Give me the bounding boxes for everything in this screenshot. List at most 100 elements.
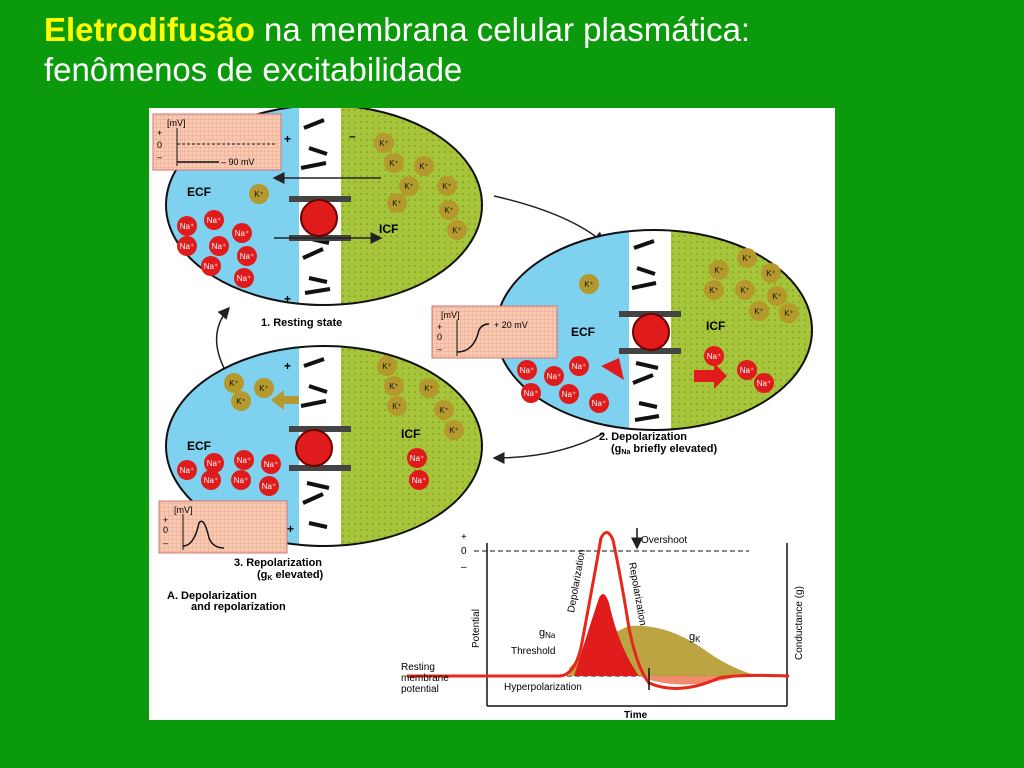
svg-text:–: – bbox=[157, 152, 162, 162]
svg-text:Na⁺: Na⁺ bbox=[204, 476, 218, 485]
svg-text:Na⁺: Na⁺ bbox=[592, 399, 606, 408]
svg-text:K⁺: K⁺ bbox=[392, 199, 402, 208]
resting-label-1: Resting bbox=[401, 662, 435, 673]
ecf-label-2: ECF bbox=[571, 325, 595, 339]
svg-text:K⁺: K⁺ bbox=[419, 162, 429, 171]
depolarization-cell: Na⁺Na⁺Na⁺ Na⁺Na⁺Na⁺ Na⁺Na⁺Na⁺ K⁺K⁺K⁺ K⁺K… bbox=[431, 229, 813, 456]
gk-label: gK bbox=[689, 631, 701, 644]
svg-text:K⁺: K⁺ bbox=[259, 384, 269, 393]
svg-text:Na⁺: Na⁺ bbox=[212, 242, 226, 251]
svg-text:K⁺: K⁺ bbox=[442, 182, 452, 191]
svg-text:K⁺: K⁺ bbox=[424, 384, 434, 393]
svg-text:K⁺: K⁺ bbox=[229, 379, 239, 388]
svg-text:Na⁺: Na⁺ bbox=[235, 229, 249, 238]
resting-state-cell: Na⁺ Na⁺ Na⁺ Na⁺ Na⁺ Na⁺ Na⁺ Na⁺ K⁺ K⁺ K⁺… bbox=[152, 104, 483, 329]
icf-label-3: ICF bbox=[401, 427, 420, 441]
svg-text:+: + bbox=[284, 359, 291, 373]
sodium-ions: Na⁺ Na⁺ Na⁺ Na⁺ Na⁺ Na⁺ Na⁺ Na⁺ bbox=[177, 210, 257, 288]
figure-caption-line1: A. Depolarization bbox=[167, 590, 257, 602]
svg-text:–: – bbox=[437, 344, 442, 354]
svg-text:Na⁺: Na⁺ bbox=[412, 476, 426, 485]
svg-text:K⁺: K⁺ bbox=[714, 266, 724, 275]
svg-text:K⁺: K⁺ bbox=[439, 406, 449, 415]
svg-text:Na⁺: Na⁺ bbox=[262, 482, 276, 491]
svg-text:K⁺: K⁺ bbox=[740, 286, 750, 295]
svg-text:Na⁺: Na⁺ bbox=[207, 216, 221, 225]
voltage-inset-depolarization: [mV] + 0 – + 20 mV bbox=[431, 305, 558, 359]
svg-text:Na⁺: Na⁺ bbox=[707, 352, 721, 361]
depolarization-label: 2. Depolarization bbox=[599, 431, 687, 443]
svg-text:–: – bbox=[163, 538, 168, 548]
potential-axis-label: Potential bbox=[471, 609, 482, 648]
svg-text:+: + bbox=[437, 322, 442, 332]
svg-text:K⁺: K⁺ bbox=[444, 206, 454, 215]
svg-text:K⁺: K⁺ bbox=[392, 402, 402, 411]
svg-text:K⁺: K⁺ bbox=[452, 226, 462, 235]
svg-text:[mV]: [mV] bbox=[441, 310, 460, 320]
svg-text:Na⁺: Na⁺ bbox=[547, 372, 561, 381]
resting-label-2: membrane bbox=[401, 673, 449, 684]
depolarization-curve-label: Depolarization bbox=[566, 549, 588, 614]
svg-text:K⁺: K⁺ bbox=[404, 182, 414, 191]
svg-text:0: 0 bbox=[163, 525, 168, 535]
gna-label: gNa bbox=[539, 627, 556, 640]
svg-text:K⁺: K⁺ bbox=[389, 159, 399, 168]
title-bold: Eletrodifusão bbox=[44, 11, 255, 48]
resting-label-3: potential bbox=[401, 684, 439, 695]
svg-text:Na⁺: Na⁺ bbox=[180, 466, 194, 475]
svg-text:Na⁺: Na⁺ bbox=[740, 366, 754, 375]
svg-text:K⁺: K⁺ bbox=[379, 139, 389, 148]
title-line2: fenômenos de excitabilidade bbox=[44, 51, 463, 88]
svg-text:Na⁺: Na⁺ bbox=[240, 252, 254, 261]
svg-text:K⁺: K⁺ bbox=[709, 286, 719, 295]
svg-text:K⁺: K⁺ bbox=[254, 190, 264, 199]
threshold-label: Threshold bbox=[511, 646, 555, 657]
svg-text:Na⁺: Na⁺ bbox=[524, 389, 538, 398]
svg-text:K⁺: K⁺ bbox=[772, 292, 782, 301]
svg-text:+: + bbox=[284, 292, 291, 306]
svg-text:Na⁺: Na⁺ bbox=[264, 460, 278, 469]
figure-panel: Na⁺ Na⁺ Na⁺ Na⁺ Na⁺ Na⁺ Na⁺ Na⁺ K⁺ K⁺ K⁺… bbox=[149, 104, 835, 721]
figure-caption-line2: and repolarization bbox=[191, 601, 286, 613]
svg-text:Na⁺: Na⁺ bbox=[207, 459, 221, 468]
ecf-label-3: ECF bbox=[187, 439, 211, 453]
svg-text:Na⁺: Na⁺ bbox=[234, 476, 248, 485]
svg-text:Na⁺: Na⁺ bbox=[237, 456, 251, 465]
resting-state-label: 1. Resting state bbox=[261, 317, 342, 329]
svg-text:K⁺: K⁺ bbox=[742, 254, 752, 263]
svg-text:Na⁺: Na⁺ bbox=[237, 274, 251, 283]
svg-text:K⁺: K⁺ bbox=[766, 269, 776, 278]
svg-text:K⁺: K⁺ bbox=[389, 382, 399, 391]
voltage-inset-repolarization: [mV] + 0 – bbox=[158, 500, 288, 554]
repolarization-curve-label: Repolarization bbox=[626, 562, 648, 627]
svg-text:–: – bbox=[349, 129, 356, 143]
icf-label-2: ICF bbox=[706, 319, 725, 333]
svg-text:0: 0 bbox=[437, 332, 442, 342]
svg-text:Na⁺: Na⁺ bbox=[572, 362, 586, 371]
svg-text:0: 0 bbox=[157, 140, 162, 150]
svg-text:[mV]: [mV] bbox=[167, 118, 186, 128]
title-rest: na membrana celular plasmática: bbox=[254, 11, 751, 48]
repolarization-sublabel: (gK elevated) bbox=[257, 569, 324, 582]
icf-label-1: ICF bbox=[379, 222, 398, 236]
svg-text:Na⁺: Na⁺ bbox=[757, 379, 771, 388]
svg-text:–: – bbox=[461, 562, 467, 573]
svg-text:+: + bbox=[163, 515, 168, 525]
svg-text:– 90 mV: – 90 mV bbox=[221, 157, 255, 167]
action-potential-graph: + 0 – Overshoot Depolarization Repolariz… bbox=[401, 528, 805, 721]
svg-text:+: + bbox=[461, 532, 467, 543]
repolarization-cell: Na⁺Na⁺Na⁺ Na⁺Na⁺Na⁺ Na⁺Na⁺Na⁺ K⁺K⁺K⁺ K⁺K… bbox=[158, 345, 483, 582]
svg-text:Na⁺: Na⁺ bbox=[562, 390, 576, 399]
repolarization-label: 3. Repolarization bbox=[234, 557, 322, 569]
voltage-inset-resting: [mV] + 0 – – 90 mV bbox=[152, 113, 282, 171]
svg-text:[mV]: [mV] bbox=[174, 505, 193, 515]
svg-text:+ 20 mV: + 20 mV bbox=[494, 320, 528, 330]
svg-text:K⁺: K⁺ bbox=[584, 280, 594, 289]
svg-text:K⁺: K⁺ bbox=[382, 362, 392, 371]
conductance-axis-label: Conductance (g) bbox=[794, 586, 805, 660]
svg-text:+: + bbox=[284, 132, 291, 146]
svg-text:Na⁺: Na⁺ bbox=[520, 366, 534, 375]
svg-text:Na⁺: Na⁺ bbox=[180, 222, 194, 231]
svg-text:+: + bbox=[157, 128, 162, 138]
svg-text:Na⁺: Na⁺ bbox=[180, 242, 194, 251]
